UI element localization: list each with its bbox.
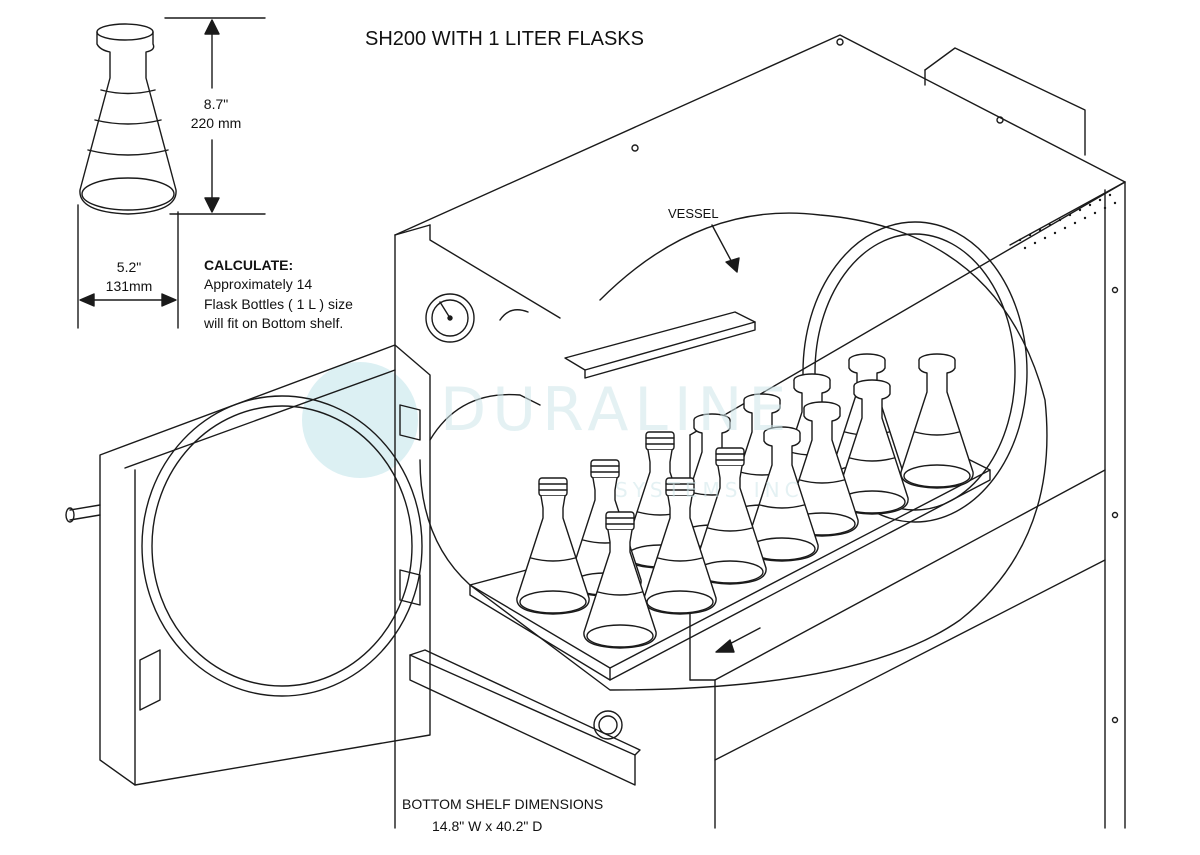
calculate-line: will fit on Bottom shelf.: [204, 314, 344, 331]
height-label: 8.7" 220 mm: [178, 95, 254, 133]
width-label: 5.2" 131mm: [92, 258, 166, 296]
pressure-gauge: [425, 293, 475, 343]
height-dimension: [164, 17, 266, 215]
vent-dots: [1018, 193, 1117, 250]
bottom-shelf-heading: BOTTOM SHELF DIMENSIONS: [402, 796, 604, 812]
height-inches: 8.7": [203, 96, 229, 112]
page-title: SH200 WITH 1 LITER FLASKS: [365, 28, 644, 50]
bottom-shelf-dimensions: 14.8" W x 40.2" D: [432, 818, 543, 834]
flask-2: [516, 477, 590, 615]
watermark-text: DURALINE: [440, 375, 793, 445]
vessel-arrow-icon: [711, 224, 740, 273]
front-shelf-bar: [409, 649, 641, 786]
width-inches: 5.2": [116, 259, 142, 275]
vessel-label: VESSEL: [668, 206, 719, 221]
calculate-heading: CALCULATE:: [204, 257, 294, 273]
calculate-note: CALCULATE: Approximately 14 Flask Bottle…: [204, 256, 353, 333]
cabinet-body: [394, 34, 1126, 829]
flask-13: [900, 353, 974, 489]
vessel-chamber: [419, 212, 1048, 691]
shelf-direction-arrow-icon: [715, 627, 761, 653]
calculate-line: Flask Bottles ( 1 L ) size: [204, 295, 353, 312]
panel-slot: [499, 309, 529, 321]
reference-flask: [79, 23, 177, 215]
height-mm: 220 mm: [190, 114, 242, 131]
width-mm: 131mm: [105, 277, 153, 294]
watermark-subtext: SYSTEMS INC: [615, 478, 804, 502]
open-door: [65, 344, 431, 786]
width-dimension: [77, 204, 179, 329]
calculate-line: Approximately 14: [204, 276, 313, 293]
